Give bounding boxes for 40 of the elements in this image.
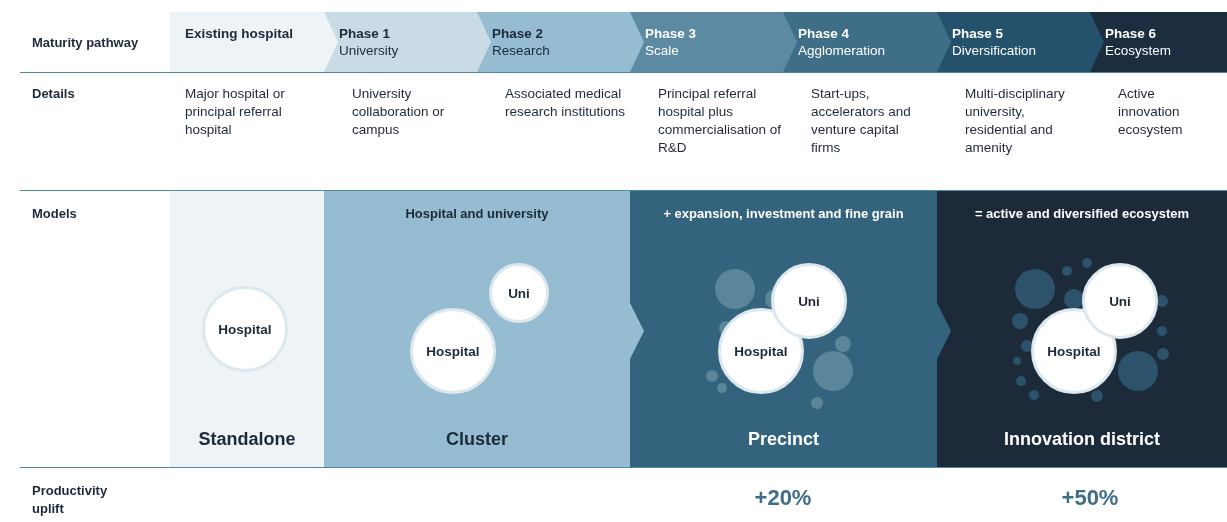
model-name: Precinct <box>747 429 819 450</box>
phase-heading: Phase 5 <box>952 25 1004 42</box>
model-description: + expansion, investment and fine grain <box>663 206 904 221</box>
phase-heading: Phase 1 <box>339 25 391 42</box>
phase-heading: Phase 3 <box>645 25 697 42</box>
phase-name: Diversification <box>952 42 1037 59</box>
details-text: Start-ups, accelerators and venture capital firms <box>811 85 912 157</box>
phase-name: Agglomeration <box>798 42 886 59</box>
phase-heading: Existing hospital <box>185 25 293 42</box>
model-description: Hospital and university <box>405 206 549 221</box>
circle-label: Uni <box>508 285 530 301</box>
phase-heading: Phase 6 <box>1105 25 1157 42</box>
row-heading: Maturity pathway <box>32 34 139 52</box>
model-name: Cluster <box>446 429 508 450</box>
circle-label: Hospital <box>218 321 272 337</box>
details-text: University collaboration or campus <box>352 85 446 139</box>
details-text: Active innovation ecosystem <box>1118 85 1184 139</box>
phase-heading: Phase 2 <box>492 25 544 42</box>
uplift-value: +50% <box>1061 485 1119 511</box>
model-description: = active and diversified ecosystem <box>974 206 1190 221</box>
row-heading: Productivity uplift <box>32 482 109 518</box>
uplift-value: +20% <box>754 485 812 511</box>
model-name: Standalone <box>198 429 296 450</box>
row-heading: Details <box>32 85 75 103</box>
phase-heading: Phase 4 <box>798 25 850 42</box>
phase-name: Scale <box>645 42 679 59</box>
details-text: Principal referral hospital plus commercialisation of R&D <box>658 85 783 157</box>
circle-label: Uni <box>1109 293 1131 309</box>
details-text: Multi-disciplinary university, residential and amenity <box>965 85 1066 157</box>
model-name: Innovation district <box>1004 429 1160 450</box>
circle-label: Hospital <box>426 343 480 359</box>
phase-name: Research <box>492 42 550 59</box>
details-text: Associated medical research institutions <box>505 85 627 121</box>
details-text: Major hospital or principal referral hospital <box>185 85 286 139</box>
row-heading: Models <box>32 205 77 223</box>
circle-label: Hospital <box>734 343 788 359</box>
circle-label: Uni <box>798 293 820 309</box>
phase-name: Ecosystem <box>1105 42 1172 59</box>
circle-label: Hospital <box>1047 343 1101 359</box>
phase-name: University <box>339 42 399 59</box>
